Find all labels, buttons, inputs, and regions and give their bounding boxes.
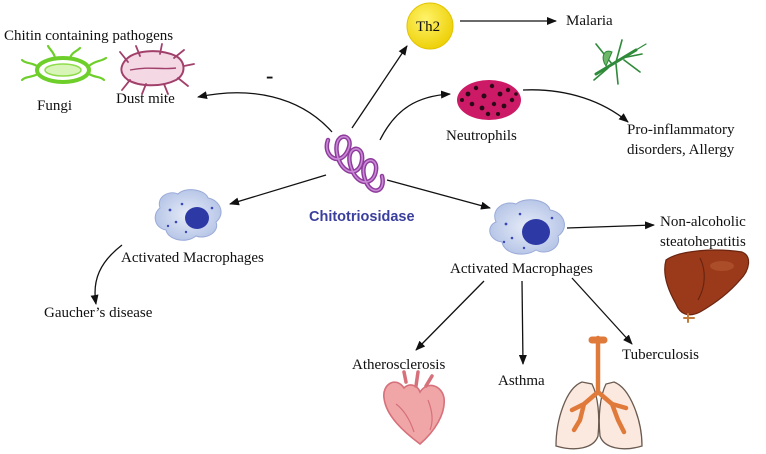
dust-mite-label: Dust mite <box>116 91 175 107</box>
activated-macrophages-left-label: Activated Macrophages <box>121 250 264 266</box>
arrow-to-asthma <box>518 280 527 365</box>
mosquito-icon <box>593 39 647 85</box>
th2-label: Th2 <box>416 19 440 35</box>
center-label: Chitotriosidase <box>309 209 415 225</box>
nash-label-line1: Non-alcoholic <box>660 214 746 230</box>
spiral-protein-icon <box>324 134 385 193</box>
lungs-icon <box>555 335 643 450</box>
arrow-to-dust-mite <box>197 91 333 133</box>
arrow-to-neutrophils <box>379 90 451 141</box>
liver-icon <box>664 249 750 323</box>
nash-label-line2: steatohepatitis <box>660 234 746 250</box>
arrow-neutrophils-to-proinflammatory <box>522 89 629 123</box>
neutrophil-icon <box>457 80 521 120</box>
arrows <box>90 17 655 365</box>
arrow-to-nash <box>566 221 655 230</box>
macrophage-icon <box>154 189 222 241</box>
malaria-label: Malaria <box>566 13 613 29</box>
pro-inflammatory-label-line2: disorders, Allergy <box>627 142 735 158</box>
arrow-to-atherosclerosis <box>415 280 485 351</box>
neutrophils-label: Neutrophils <box>446 128 517 144</box>
fungi-label: Fungi <box>37 98 72 114</box>
arrow-to-th2 <box>351 45 408 129</box>
activated-macrophages-right-label: Activated Macrophages <box>450 261 593 277</box>
arrow-to-left-macrophages <box>229 174 327 206</box>
tuberculosis-label: Tuberculosis <box>622 347 699 363</box>
atherosclerosis-label: Atherosclerosis <box>352 357 445 373</box>
arrow-to-tuberculosis <box>571 277 633 345</box>
arrow-to-right-macrophages <box>386 179 491 210</box>
macrophage-icon <box>489 199 565 255</box>
arrow-to-gauchers <box>90 244 123 305</box>
fungi-icon <box>20 44 108 84</box>
chitin-pathogens-label: Chitin containing pathogens <box>4 28 173 44</box>
th2-node <box>406 2 454 50</box>
gauchers-disease-label: Gaucher’s disease <box>44 305 153 321</box>
pro-inflammatory-label-line1: Pro-inflammatory <box>627 122 735 138</box>
inhibition-sign: - <box>266 63 273 88</box>
asthma-label: Asthma <box>498 373 545 389</box>
heart-icon <box>383 370 445 446</box>
dust-mite-icon <box>119 43 195 95</box>
